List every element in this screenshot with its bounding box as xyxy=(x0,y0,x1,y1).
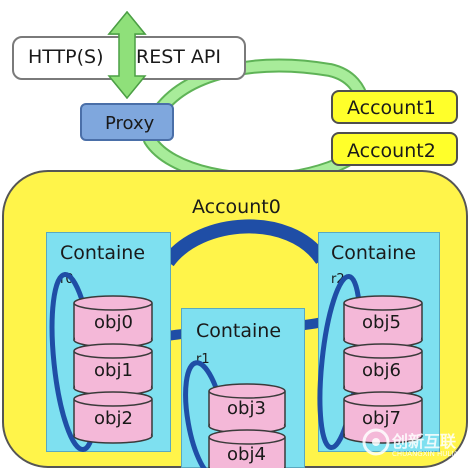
obj4-label: obj4 xyxy=(227,444,266,465)
container2-label: Containe xyxy=(331,242,417,264)
proxy-ring-top-fill xyxy=(155,60,367,115)
object-obj6 xyxy=(343,343,423,396)
double-arrow-front-icon xyxy=(107,10,147,100)
object-obj2 xyxy=(73,391,153,444)
account1-label: Account1 xyxy=(347,97,436,119)
watermark-subtext: CHUANGXIN HULIAN xyxy=(392,450,464,458)
container1-label: Containe xyxy=(196,320,282,342)
watermark-logo-icon xyxy=(362,428,390,456)
account0-arc xyxy=(162,219,328,267)
obj2-label: obj2 xyxy=(94,408,133,429)
obj7-label: obj7 xyxy=(362,408,401,429)
obj6-label: obj6 xyxy=(362,360,401,381)
object-obj3 xyxy=(208,383,286,434)
obj0-label: obj0 xyxy=(94,312,133,333)
obj1-label: obj1 xyxy=(94,360,133,381)
container0-label: Containe xyxy=(60,242,146,264)
object-obj0 xyxy=(73,295,153,348)
http-label: HTTP(S) xyxy=(28,46,104,68)
rest-api-label: REST API xyxy=(136,46,221,68)
account1-node xyxy=(331,90,458,124)
account2-node xyxy=(331,132,458,166)
object-obj5 xyxy=(343,295,423,348)
account0-label: Account0 xyxy=(192,196,281,218)
obj5-label: obj5 xyxy=(362,312,401,333)
account2-label: Account2 xyxy=(347,140,436,162)
proxy-node xyxy=(80,103,174,141)
watermark-text: 创新互联 xyxy=(392,432,457,451)
object-obj4 xyxy=(208,429,286,468)
obj3-label: obj3 xyxy=(227,398,266,419)
proxy-label: Proxy xyxy=(105,113,155,134)
object-obj1 xyxy=(73,343,153,396)
